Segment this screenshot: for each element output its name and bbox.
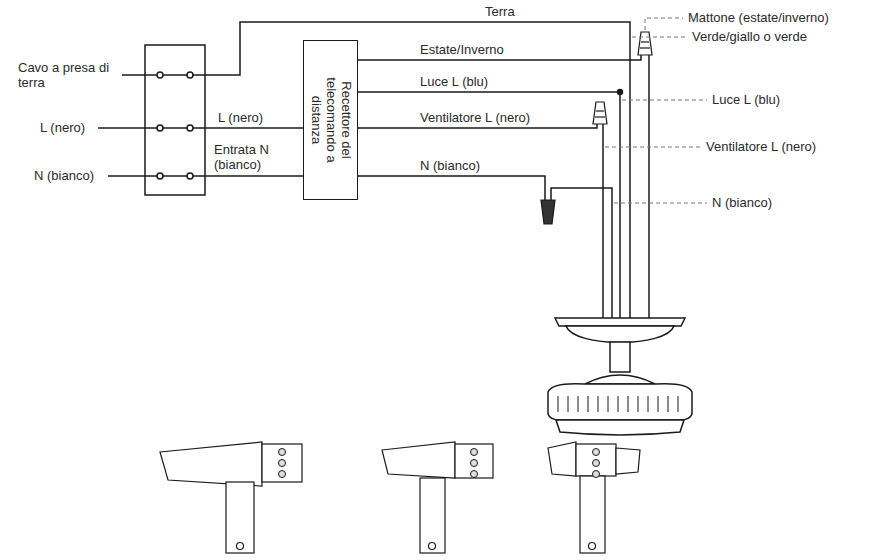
vent-slit — [598, 396, 599, 412]
vent-slit — [568, 396, 569, 412]
wire-label: Entrata N (bianco) — [214, 142, 294, 172]
wire-label: Ventilatore L (nero) — [706, 139, 816, 154]
wire-label: N (bianco) — [420, 158, 480, 173]
screw — [593, 449, 600, 456]
wire-label: L (nero) — [218, 110, 263, 125]
wire-label: N (bianco) — [34, 168, 94, 183]
fan-vents — [558, 396, 678, 412]
vent-slit — [628, 396, 629, 412]
wire-label: L (nero) — [40, 120, 85, 135]
vent-slit — [678, 396, 679, 412]
screw — [471, 449, 478, 456]
vent-slit — [658, 396, 659, 412]
vent-slit — [608, 396, 609, 412]
vent-slit — [668, 396, 669, 412]
leader-lines — [605, 18, 707, 203]
wire-label: Luce L (blu) — [420, 74, 488, 89]
wires — [98, 22, 649, 318]
screw — [279, 471, 286, 478]
screw — [593, 460, 600, 467]
wire-label: Ventilatore L (nero) — [420, 110, 530, 125]
mount-brackets — [160, 442, 640, 553]
wire-label: Terra — [485, 4, 515, 19]
receiver-box: Recettore del telecomando a distanza — [303, 40, 358, 200]
wire-label: Luce L (blu) — [712, 92, 780, 107]
wire-nuts — [541, 32, 652, 224]
wire-label: Mattone (estate/inverno) — [688, 10, 829, 25]
screw — [593, 471, 600, 478]
ceiling-fan — [548, 318, 692, 435]
vent-slit — [648, 396, 649, 412]
wire-label: Estate/Inverno — [420, 42, 504, 57]
terminal-block — [145, 45, 205, 195]
vent-slit — [578, 396, 579, 412]
screw — [471, 471, 478, 478]
terminal-screws — [279, 449, 600, 478]
wire-label: Verde/giallo o verde — [692, 29, 807, 44]
wire-label: Cavo a presa di terra — [18, 60, 118, 90]
vent-slit — [618, 396, 619, 412]
wire-label: N (bianco) — [712, 195, 772, 210]
vent-slit — [638, 396, 639, 412]
screw — [279, 449, 286, 456]
receiver-label: Recettore del telecomando a distanza — [308, 65, 353, 175]
vent-slit — [558, 396, 559, 412]
vent-slit — [588, 396, 589, 412]
screw — [279, 460, 286, 467]
screw — [471, 460, 478, 467]
